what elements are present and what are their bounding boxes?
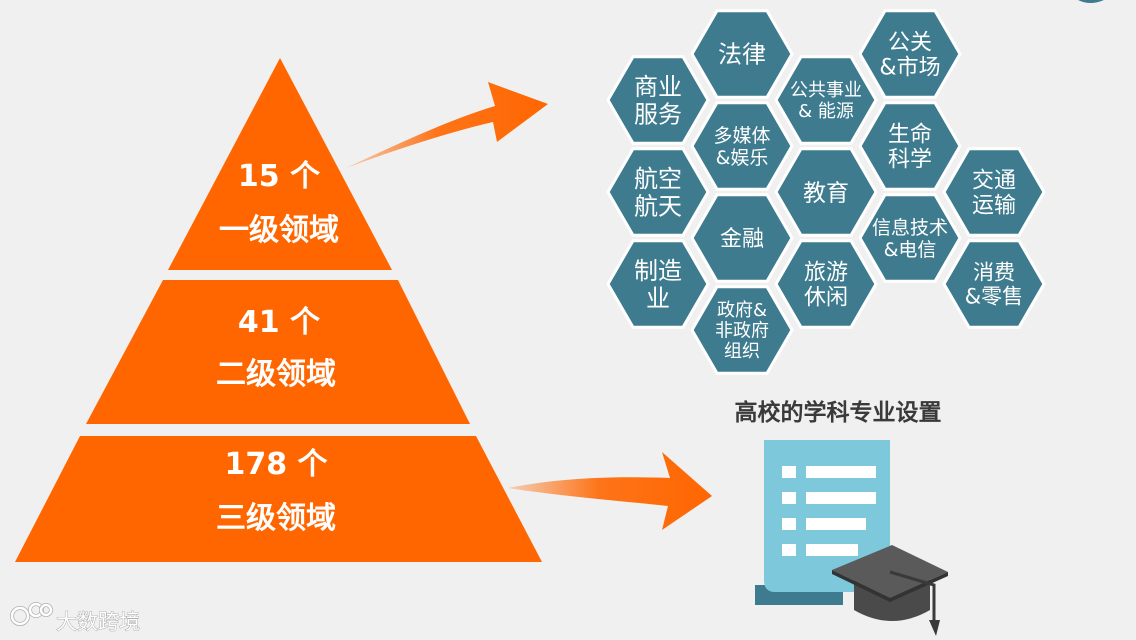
watermark-text: 大数跨境 bbox=[56, 610, 140, 634]
hexagon-label: 航空 bbox=[634, 165, 682, 193]
hexagon-label: 教育 bbox=[803, 180, 849, 206]
hexagon-label: 公共事业 bbox=[790, 80, 862, 101]
hexagon-label: &零售 bbox=[965, 285, 1023, 309]
hexagon-label: 休闲 bbox=[804, 286, 848, 311]
tier-2-label: 二级领域 bbox=[216, 357, 336, 392]
arrow-to-hexagons bbox=[346, 82, 548, 168]
hexagon-label: 信息技术 bbox=[872, 217, 948, 239]
hexagon-label: 制造 bbox=[634, 257, 682, 285]
hexagon-14 bbox=[690, 285, 794, 375]
hexagon-9 bbox=[690, 193, 794, 283]
hexagon-label: 多媒体 bbox=[713, 125, 770, 147]
hexagon-label: 航天 bbox=[634, 192, 682, 220]
hexagon-5 bbox=[858, 101, 962, 191]
hexagon-3 bbox=[774, 55, 878, 145]
hexagon-label: 商业 bbox=[634, 73, 682, 101]
hexagon-11 bbox=[606, 239, 710, 329]
graduation-cap-icon bbox=[832, 545, 948, 636]
hexagon-10 bbox=[858, 193, 962, 283]
pyramid: 15 个 一级领域 41 个 二级领域 178 个 三级领域 bbox=[15, 58, 542, 562]
pyramid-tier-1 bbox=[168, 58, 392, 270]
hexagon-8 bbox=[942, 147, 1046, 237]
hexagon-7 bbox=[774, 147, 878, 237]
hexagon-label: 旅游 bbox=[804, 260, 848, 285]
tier-1-label: 一级领域 bbox=[219, 213, 339, 248]
watermark-logo-icon bbox=[10, 602, 53, 626]
hexagon-6 bbox=[606, 147, 710, 237]
tier-1-count: 15 个 bbox=[238, 159, 321, 194]
hexagon-label: 消费 bbox=[973, 261, 1015, 285]
hexagon-label: 非政府 bbox=[715, 321, 769, 342]
hexagon-label: 交通 bbox=[972, 168, 1016, 193]
document-title: 高校的学科专业设置 bbox=[735, 399, 942, 426]
watermark: 大数跨境 bbox=[10, 602, 140, 634]
hexagon-2 bbox=[606, 55, 710, 145]
tier-2-count: 41 个 bbox=[238, 305, 321, 340]
hexagon-label: 组织 bbox=[724, 341, 760, 362]
hexagon-label: &电信 bbox=[884, 239, 937, 261]
tier-3-label: 三级领域 bbox=[216, 501, 336, 536]
pyramid-tier-2 bbox=[86, 280, 470, 424]
hexagon-13 bbox=[942, 239, 1046, 329]
hexagon-label: 生命 bbox=[888, 122, 932, 147]
corner-decoration bbox=[1078, 0, 1104, 3]
hexagon-4 bbox=[690, 101, 794, 191]
tier-3-count: 178 个 bbox=[224, 447, 328, 482]
hexagon-label: 运输 bbox=[972, 194, 1016, 219]
hexagon-1 bbox=[858, 9, 962, 99]
document-lines bbox=[782, 466, 876, 556]
hexagon-label: & 能源 bbox=[798, 101, 854, 122]
hexagon-label: 法律 bbox=[718, 41, 766, 69]
hexagon-label: 公关 bbox=[888, 30, 932, 55]
hexagon-label: &娱乐 bbox=[716, 147, 769, 169]
hexagon-label: 服务 bbox=[634, 100, 682, 128]
pyramid-tier-3 bbox=[15, 436, 542, 562]
arrow-to-document bbox=[508, 452, 712, 530]
document-icon bbox=[755, 440, 890, 605]
hexagon-label: &市场 bbox=[879, 56, 940, 81]
hexagon-label: 政府& bbox=[717, 300, 767, 321]
hexagon-label: 金融 bbox=[720, 227, 764, 252]
hexagon-label: 科学 bbox=[888, 148, 932, 173]
hexagon-12 bbox=[774, 239, 878, 329]
hexagon-label: 业 bbox=[646, 284, 670, 312]
hexagon-0 bbox=[690, 9, 794, 99]
